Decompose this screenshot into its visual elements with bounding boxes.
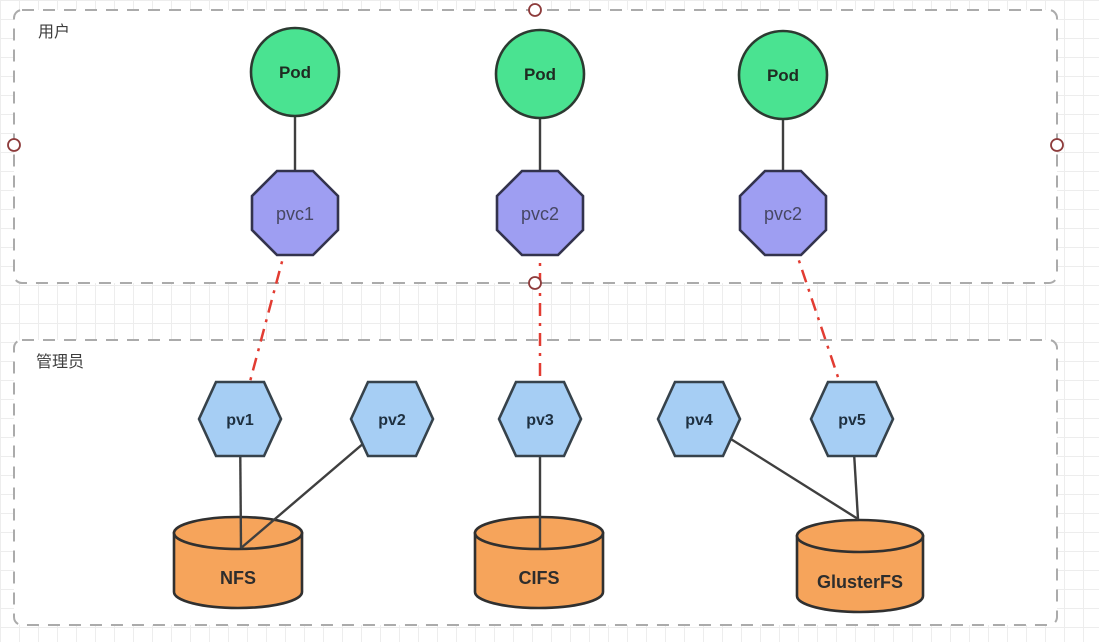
pvc-label: pvc2 [764, 204, 802, 224]
pv-label: pv1 [226, 412, 254, 429]
pvc-label: pvc2 [521, 204, 559, 224]
pod-node-3[interactable]: Pod [737, 29, 829, 121]
pv-label: pv2 [378, 412, 406, 429]
storage-label: CIFS [518, 568, 559, 588]
storage-node-nfs[interactable]: NFS [172, 515, 304, 610]
pod-node-1[interactable]: Pod [249, 26, 341, 118]
group-label-user: 用户 [38, 23, 70, 41]
connection-handle-top[interactable] [528, 3, 542, 17]
pvc-node-2[interactable]: pvc2 [495, 169, 585, 257]
pv-label: pv3 [526, 412, 554, 429]
pod-label: Pod [767, 66, 799, 85]
connection-handle-bottom[interactable] [528, 276, 542, 290]
pod-node-2[interactable]: Pod [494, 28, 586, 120]
pv-node-pv4[interactable]: pv4 [656, 380, 742, 458]
pv-label: pv5 [838, 412, 866, 429]
pvc-label: pvc1 [276, 204, 314, 224]
pvc-node-3[interactable]: pvc2 [738, 169, 828, 257]
pv-node-pv5[interactable]: pv5 [809, 380, 895, 458]
pod-label: Pod [279, 63, 311, 82]
storage-node-glusterfs[interactable]: GlusterFS [795, 518, 925, 614]
pv-node-pv2[interactable]: pv2 [349, 380, 435, 458]
group-label-admin: 管理员 [36, 353, 84, 371]
pv-node-pv1[interactable]: pv1 [197, 380, 283, 458]
connection-handle-left[interactable] [7, 138, 21, 152]
pod-label: Pod [524, 65, 556, 84]
pv-label: pv4 [685, 412, 713, 429]
storage-label: GlusterFS [817, 572, 903, 592]
connection-handle-right[interactable] [1050, 138, 1064, 152]
storage-node-cifs[interactable]: CIFS [473, 515, 605, 610]
storage-label: NFS [220, 568, 256, 588]
pvc-node-1[interactable]: pvc1 [250, 169, 340, 257]
pv-node-pv3[interactable]: pv3 [497, 380, 583, 458]
